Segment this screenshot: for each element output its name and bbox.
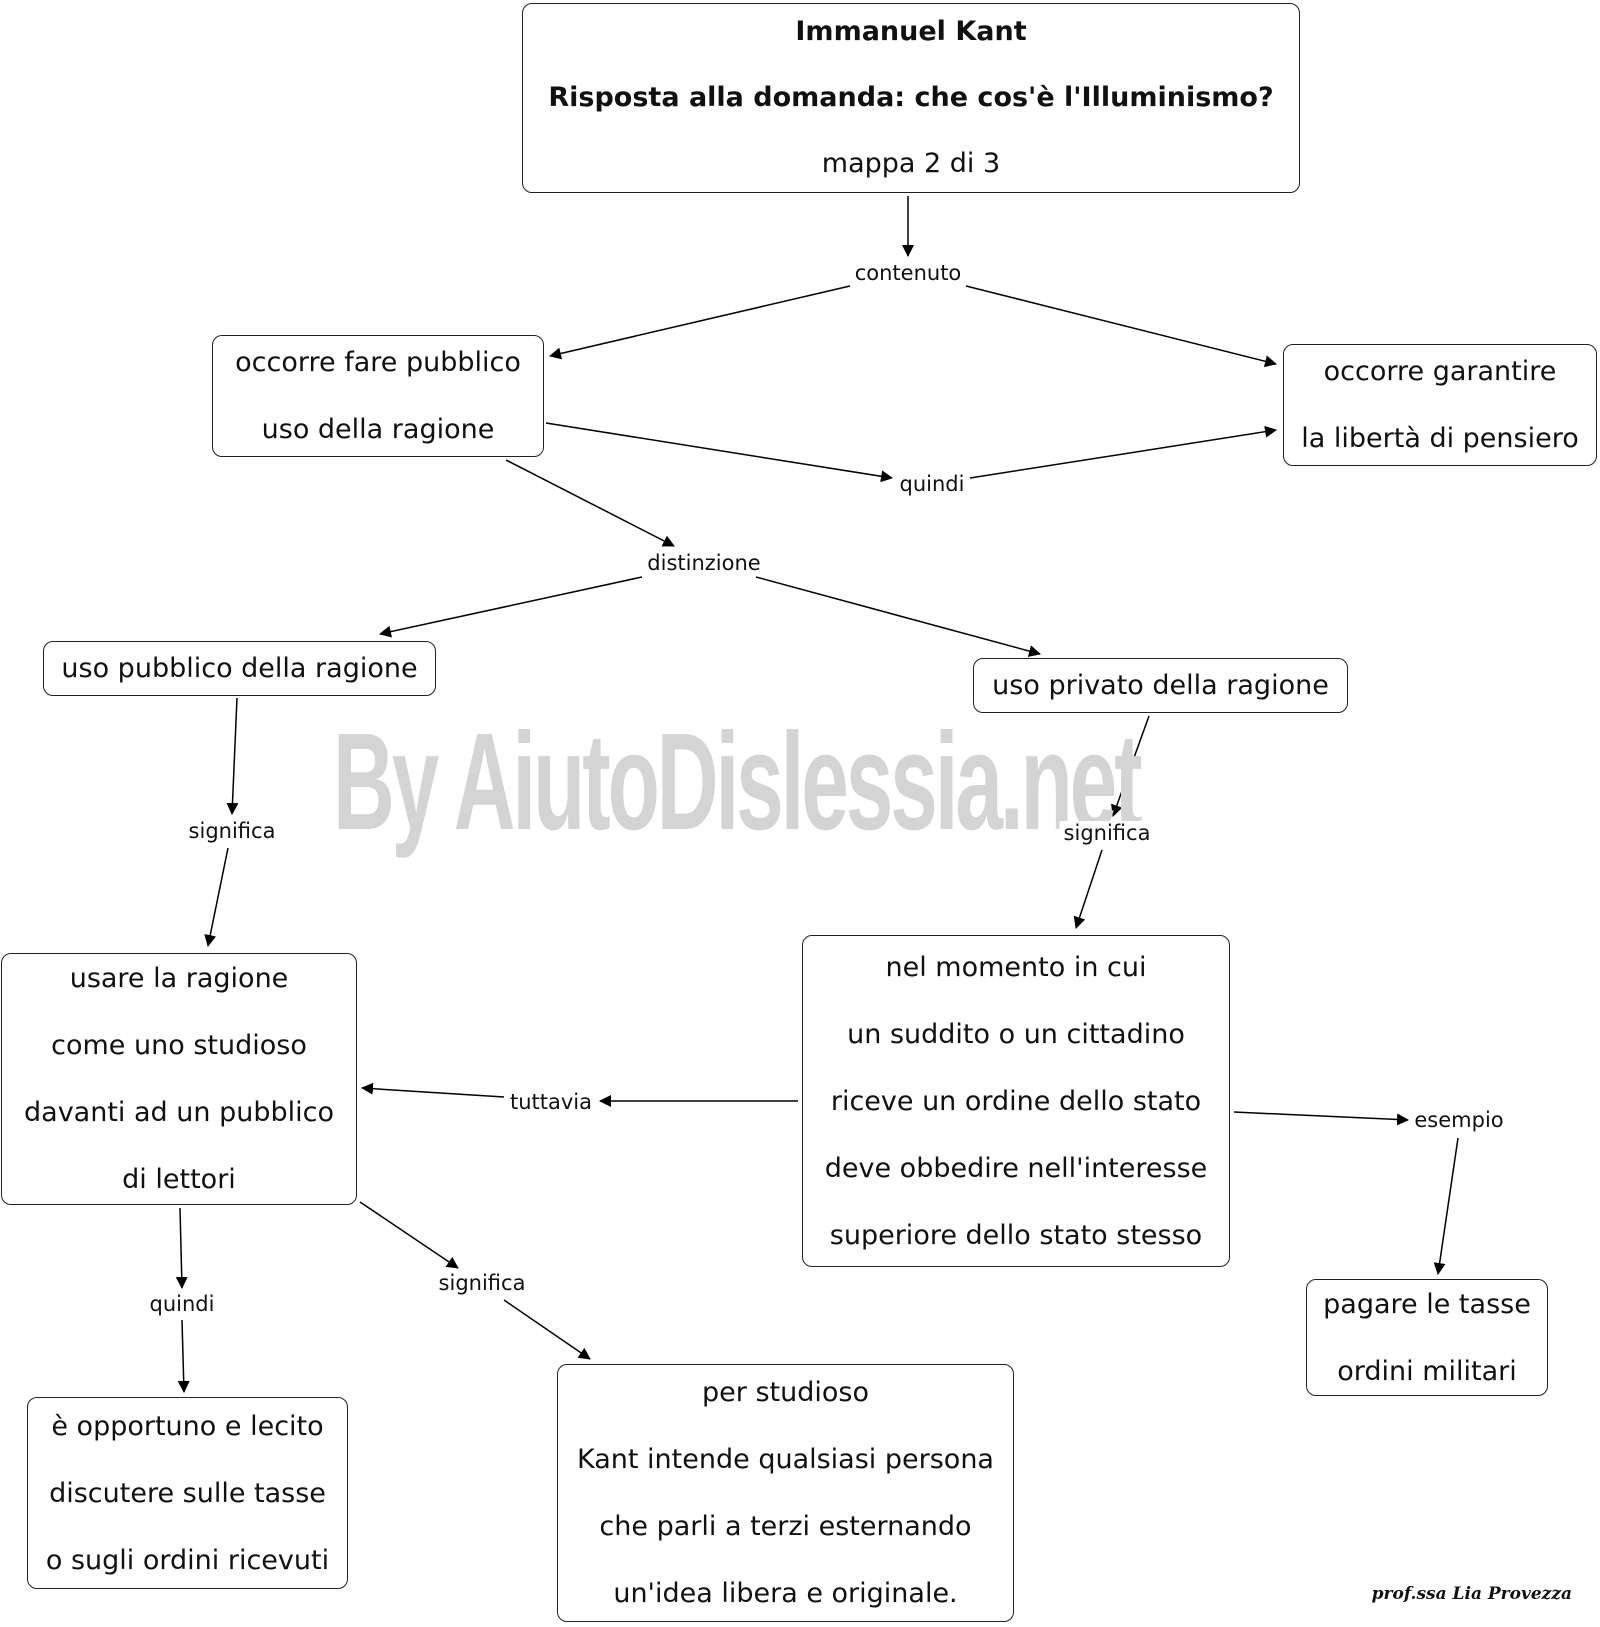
node-text: la libertà di pensiero <box>1301 423 1579 454</box>
node-text: usare la ragione <box>69 963 289 994</box>
node-text: o sugli ordini ricevuti <box>45 1544 330 1576</box>
root-map-index: mappa 2 di 3 <box>821 148 1001 179</box>
node-text: occorre garantire <box>1323 356 1557 387</box>
node-text: superiore dello stato stesso <box>829 1219 1203 1251</box>
edge-momento-esempio <box>1233 1111 1409 1126</box>
root-node: Immanuel Kant Risposta alla domanda: che… <box>522 3 1300 193</box>
node-opportuno: è opportuno e lecito discutere sulle tas… <box>27 1397 348 1589</box>
label-quindi-top: quindi <box>895 472 969 496</box>
node-text: di lettori <box>122 1164 236 1195</box>
label-quindi-bottom: quindi <box>145 1292 219 1316</box>
node-uso-privato: uso privato della ragione <box>973 658 1348 713</box>
node-pubblico-uso: occorre fare pubblico uso della ragione <box>212 335 544 457</box>
edge-contenuto-pubblico <box>549 285 851 360</box>
node-uso-pubblico: uso pubblico della ragione <box>43 641 436 696</box>
node-text: uso pubblico della ragione <box>61 653 418 684</box>
node-tasse-militari: pagare le tasse ordini militari <box>1306 1279 1548 1396</box>
label-significa-left: significa <box>184 819 280 843</box>
node-text: un suddito o un cittadino <box>847 1018 1185 1050</box>
node-usare-ragione: usare la ragione come uno studioso davan… <box>1 953 357 1205</box>
node-text: pagare le tasse <box>1323 1288 1531 1320</box>
node-text: uso privato della ragione <box>992 670 1329 701</box>
label-significa-bottom: significa <box>434 1271 530 1295</box>
node-liberta: occorre garantire la libertà di pensiero <box>1283 344 1597 466</box>
edge-tuttavia-usare <box>361 1082 505 1098</box>
node-text: Kant intende qualsiasi persona <box>577 1444 994 1475</box>
node-text: riceve un ordine dello stato <box>830 1085 1202 1117</box>
node-text: per studioso <box>702 1377 869 1408</box>
edge-pubblico-quindi <box>545 422 893 483</box>
node-text: un'idea libera e originale. <box>613 1578 958 1609</box>
edge-significa-usare <box>204 847 229 947</box>
node-text: è opportuno e lecito <box>51 1410 324 1442</box>
edge-usopubblico-significa <box>226 697 239 815</box>
edge-esempio-tasse <box>1433 1137 1459 1275</box>
node-text: occorre fare pubblico <box>235 347 521 378</box>
edge-usare-quindi <box>175 1207 188 1289</box>
edge-significa-momento <box>1073 849 1103 929</box>
edge-distinzione-usopubblico <box>379 576 643 638</box>
node-text: discutere sulle tasse <box>49 1477 326 1509</box>
node-text: che parli a terzi esternando <box>599 1511 972 1542</box>
label-distinzione: distinzione <box>643 551 765 575</box>
edge-significa-studioso <box>503 1299 591 1360</box>
edge-quindi-opportuno <box>177 1319 190 1393</box>
label-significa-right: significa <box>1059 821 1155 845</box>
edge-usoprivato-significa <box>1111 715 1150 817</box>
node-studioso: per studioso Kant intende qualsiasi pers… <box>557 1364 1014 1622</box>
edge-contenuto-liberta <box>965 285 1277 368</box>
edge-pubblico-distinzione <box>505 459 675 547</box>
node-text: nel momento in cui <box>885 951 1147 983</box>
node-text: come uno studioso <box>51 1030 307 1061</box>
edge-quindi-liberta <box>969 425 1277 479</box>
node-text: uso della ragione <box>261 414 495 445</box>
node-text: deve obbedire nell'interesse <box>824 1152 1208 1184</box>
label-tuttavia: tuttavia <box>505 1090 597 1114</box>
edge-distinzione-usoprivato <box>755 576 1041 657</box>
node-momento: nel momento in cui un suddito o un citta… <box>802 935 1230 1267</box>
node-text: davanti ad un pubblico <box>24 1097 334 1128</box>
root-author: Immanuel Kant <box>795 16 1027 47</box>
label-contenuto: contenuto <box>850 261 966 285</box>
signature: prof.ssa Lia Provezza <box>1371 1584 1572 1604</box>
edge-usare-significa <box>359 1201 459 1269</box>
node-text: ordini militari <box>1337 1355 1517 1387</box>
root-title: Risposta alla domanda: che cos'è l'Illum… <box>548 82 1274 113</box>
label-esempio: esempio <box>1410 1108 1508 1132</box>
